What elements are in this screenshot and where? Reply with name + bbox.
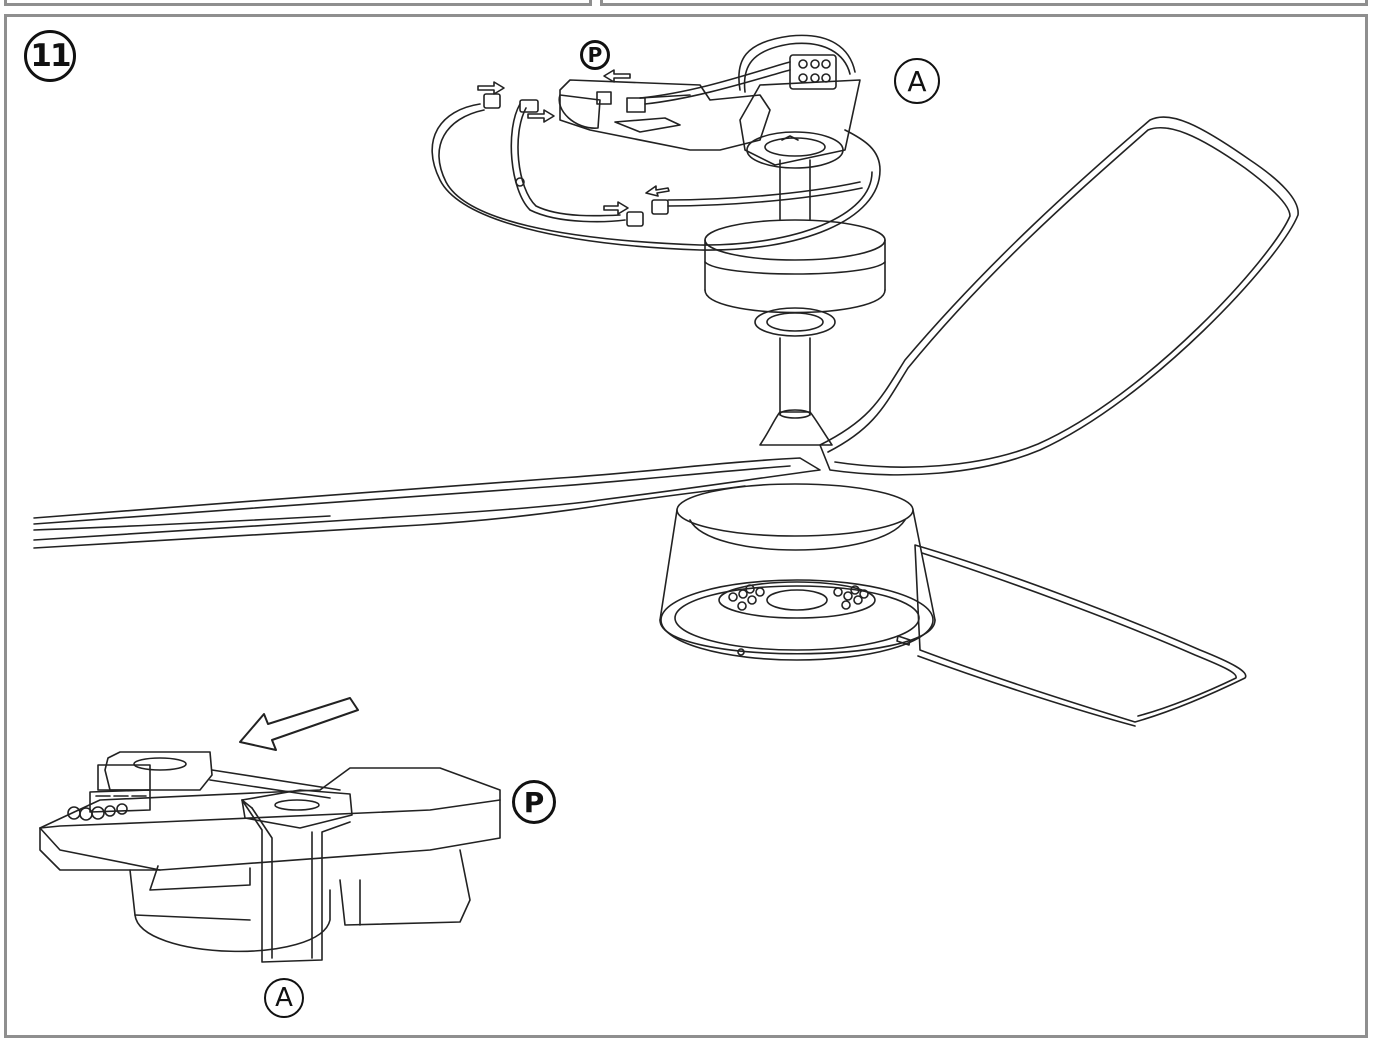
led-ring bbox=[728, 584, 869, 611]
step-number-badge: 11 bbox=[24, 30, 76, 82]
receiver-top bbox=[558, 79, 771, 151]
downrod bbox=[759, 337, 833, 446]
terminal-block bbox=[789, 54, 837, 90]
callout-part-a-detail: A bbox=[264, 978, 304, 1018]
detail-view bbox=[39, 697, 501, 963]
callout-part-p-top: P bbox=[580, 40, 610, 70]
header-box-right bbox=[600, 0, 1368, 6]
insert-direction-arrow bbox=[239, 697, 359, 751]
callout-part-p-detail: P bbox=[512, 780, 556, 824]
direction-arrows-small bbox=[477, 69, 670, 215]
motor-housing-top bbox=[704, 159, 886, 337]
step-panel-border bbox=[4, 14, 1368, 1038]
connectors bbox=[483, 93, 669, 227]
callout-part-a-top: A bbox=[894, 58, 940, 104]
detail-terminals bbox=[67, 764, 151, 821]
mounting-bracket bbox=[738, 34, 861, 169]
blade-lower-right bbox=[914, 544, 1247, 727]
wiring bbox=[431, 61, 881, 251]
blade-left bbox=[33, 457, 821, 549]
blade-upper-right bbox=[819, 116, 1299, 476]
header-box-left bbox=[4, 0, 592, 6]
light-housing bbox=[659, 483, 936, 661]
